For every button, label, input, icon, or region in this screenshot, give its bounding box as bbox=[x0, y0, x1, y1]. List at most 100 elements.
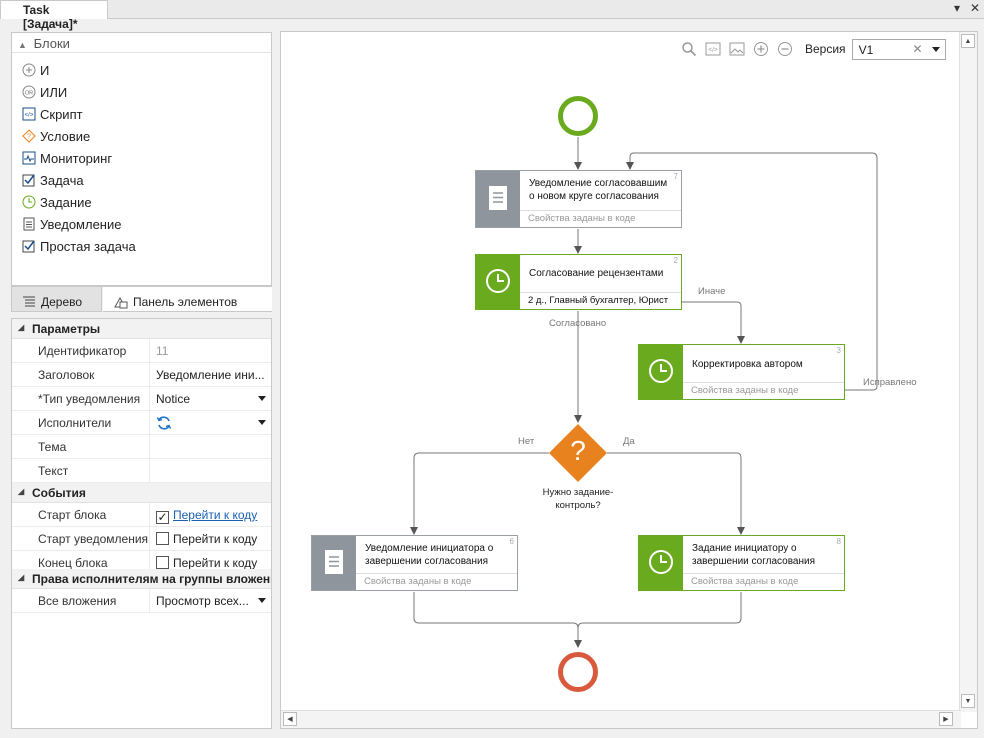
block-item-condition[interactable]: ? Условие bbox=[22, 125, 90, 147]
collapse-icon[interactable]: ◢ bbox=[18, 323, 25, 332]
go-to-code-link[interactable]: Перейти к коду bbox=[173, 508, 258, 522]
document-tab[interactable]: Task [Задача]* bbox=[0, 0, 108, 31]
block-item-and[interactable]: И bbox=[22, 59, 49, 81]
scroll-down-icon[interactable]: ▼ bbox=[961, 694, 975, 708]
vertical-scrollbar[interactable]: ▲ ▼ bbox=[959, 32, 977, 712]
block-item-task[interactable]: Задача bbox=[22, 169, 84, 191]
block-item-assignment[interactable]: Задание bbox=[22, 191, 92, 213]
clear-icon[interactable]: ✕ bbox=[912, 41, 923, 56]
node-notify-initiator[interactable]: Уведомление инициатора о завершении согл… bbox=[311, 535, 518, 591]
scroll-right-icon[interactable]: ▶ bbox=[939, 712, 953, 726]
node-subtitle: Свойства заданы в коде bbox=[683, 573, 844, 590]
close-icon[interactable]: ✕ bbox=[970, 1, 981, 15]
go-to-code-label[interactable]: Перейти к коду bbox=[173, 556, 258, 570]
attachments-rights-select[interactable]: Просмотр всех... bbox=[149, 589, 271, 613]
scroll-left-icon[interactable]: ◀ bbox=[283, 712, 297, 726]
search-icon[interactable] bbox=[681, 41, 697, 57]
horizontal-scrollbar[interactable]: ◀ ▶ bbox=[281, 710, 961, 728]
collapse-icon[interactable]: ◢ bbox=[18, 487, 25, 496]
node-title: Задание инициатору о завершении согласов… bbox=[692, 543, 815, 567]
block-item-label: Задача bbox=[40, 172, 84, 188]
node-number: 8 bbox=[836, 537, 841, 546]
assignment-icon bbox=[22, 195, 36, 209]
condition-icon: ? bbox=[22, 129, 36, 143]
svg-text:</>: </> bbox=[25, 113, 34, 119]
version-select[interactable]: V1 ✕ bbox=[851, 38, 946, 60]
tab-menu-icon[interactable]: ▾ bbox=[954, 1, 961, 15]
property-row-notification-type: *Тип уведомления Notice bbox=[12, 387, 271, 411]
edge-label-no: Нет bbox=[518, 436, 535, 447]
performers-select[interactable] bbox=[149, 411, 271, 435]
dropdown-arrow-icon[interactable] bbox=[258, 598, 266, 603]
condition-diamond-icon[interactable] bbox=[548, 423, 608, 483]
node-title: Согласование рецензентами bbox=[529, 268, 664, 279]
text-field[interactable] bbox=[149, 459, 271, 483]
end-event[interactable] bbox=[558, 652, 598, 692]
simple-task-icon bbox=[22, 239, 36, 253]
svg-text:?: ? bbox=[27, 134, 31, 141]
svg-text:OR: OR bbox=[25, 91, 33, 97]
block-item-label: Простая задача bbox=[40, 238, 136, 254]
property-row-all-attachments: Все вложения Просмотр всех... bbox=[12, 589, 271, 613]
zoom-in-icon[interactable] bbox=[753, 41, 769, 57]
node-subtitle: Свойства заданы в коде bbox=[683, 382, 844, 399]
block-item-script[interactable]: </> Скрипт bbox=[22, 103, 83, 125]
clock-icon bbox=[485, 268, 511, 297]
block-item-or[interactable]: OR ИЛИ bbox=[22, 81, 67, 103]
checkbox[interactable] bbox=[156, 532, 169, 545]
section-events[interactable]: ◢События bbox=[12, 483, 271, 503]
property-row-title: Заголовок Уведомление ини... bbox=[12, 363, 271, 387]
block-item-notification[interactable]: Уведомление bbox=[22, 213, 121, 235]
go-to-code-label[interactable]: Перейти к коду bbox=[173, 532, 258, 546]
image-export-icon[interactable] bbox=[729, 41, 745, 57]
checkbox-checked[interactable]: ✓ bbox=[156, 510, 169, 524]
property-row-block-start: Старт блока ✓Перейти к коду bbox=[12, 503, 271, 527]
subject-field[interactable] bbox=[149, 435, 271, 459]
node-notify-approvers[interactable]: Уведомление согласовавшим о новом круге … bbox=[475, 170, 682, 228]
blocks-header[interactable]: ▲ Блоки bbox=[12, 33, 271, 53]
dropdown-arrow-icon[interactable] bbox=[258, 420, 266, 425]
block-item-label: И bbox=[40, 62, 50, 78]
start-event[interactable] bbox=[558, 96, 598, 136]
collapse-icon[interactable]: ◢ bbox=[18, 573, 25, 582]
zoom-out-icon[interactable] bbox=[777, 41, 793, 57]
node-review-approval[interactable]: Согласование рецензентами 2 д., Главный … bbox=[475, 254, 682, 310]
dropdown-arrow-icon[interactable] bbox=[931, 46, 940, 52]
code-icon[interactable]: </> bbox=[705, 41, 721, 57]
block-item-label: Условие bbox=[40, 128, 91, 144]
node-author-correction[interactable]: Корректировка автором Свойства заданы в … bbox=[638, 344, 845, 400]
node-title: Уведомление инициатора о завершении согл… bbox=[365, 543, 494, 567]
gateway-symbol: ? bbox=[570, 435, 586, 466]
dropdown-arrow-icon[interactable] bbox=[258, 396, 266, 401]
panel-tabs: Дерево Панель элементов bbox=[11, 286, 272, 312]
edge-label-fixed: Исправлено bbox=[863, 377, 917, 388]
notification-type-select[interactable]: Notice bbox=[149, 387, 271, 411]
node-number: 2 bbox=[673, 256, 678, 265]
diagram-canvas[interactable]: </> Версия V1 ✕ bbox=[280, 31, 978, 729]
section-parameters[interactable]: ◢Параметры bbox=[12, 319, 271, 339]
tab-elements[interactable]: Панель элементов bbox=[103, 287, 272, 312]
edge-label-yes: Да bbox=[623, 436, 635, 447]
shapes-icon bbox=[113, 295, 131, 309]
node-number: 6 bbox=[509, 537, 514, 546]
script-icon: </> bbox=[22, 107, 36, 121]
node-initiator-assignment[interactable]: Задание инициатору о завершении согласов… bbox=[638, 535, 845, 591]
refresh-icon[interactable] bbox=[156, 415, 172, 434]
gateway-label: Нужно задание-контроль? bbox=[542, 487, 614, 511]
checkbox[interactable] bbox=[156, 556, 169, 569]
block-item-monitoring[interactable]: Мониторинг bbox=[22, 147, 112, 169]
block-item-simple-task[interactable]: Простая задача bbox=[22, 235, 136, 257]
block-item-label: Задание bbox=[40, 194, 92, 210]
block-item-label: Скрипт bbox=[40, 106, 83, 122]
title-bar: Task [Задача]* ▾ ✕ bbox=[0, 0, 984, 31]
monitoring-icon bbox=[22, 151, 36, 165]
title-field[interactable]: Уведомление ини... bbox=[149, 363, 271, 387]
chevron-up-icon[interactable]: ▲ bbox=[18, 40, 27, 50]
scroll-up-icon[interactable]: ▲ bbox=[961, 34, 975, 48]
block-item-label: Мониторинг bbox=[40, 150, 113, 166]
tab-tree[interactable]: Дерево bbox=[11, 287, 102, 312]
tree-icon bbox=[22, 296, 38, 308]
notification-icon bbox=[487, 185, 509, 214]
section-attachment-rights[interactable]: ◢Права исполнителям на группы вложени bbox=[12, 569, 271, 589]
block-item-label: Уведомление bbox=[40, 216, 122, 232]
